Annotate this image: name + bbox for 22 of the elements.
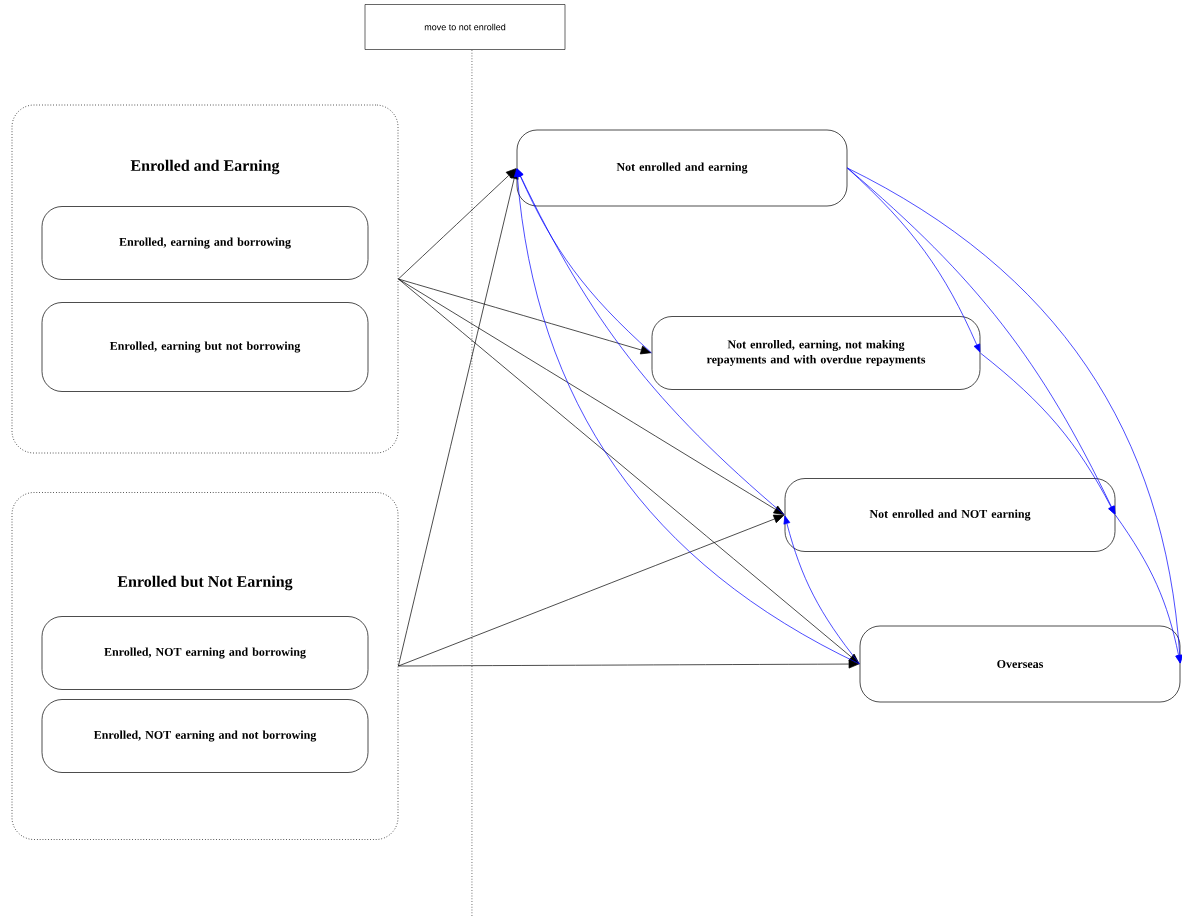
note-box: move to not enrolled: [364, 4, 566, 50]
arrow: [398, 659, 860, 669]
arrow: [847, 167, 1116, 515]
arrow: [980, 352, 1116, 515]
arrow: [398, 278, 652, 355]
state-box: Enrolled, earning and borrowing: [41, 206, 369, 280]
state-box: Enrolled, earning but not borrowing: [41, 302, 369, 392]
arrow: [783, 515, 860, 665]
arrow: [516, 168, 785, 516]
arrow: [1115, 514, 1182, 664]
state-box: Enrolled, NOT earning and borrowing: [41, 616, 369, 690]
arrow: [513, 168, 860, 665]
state-box: Not enrolled and NOT earning: [784, 478, 1116, 552]
state-box: Enrolled, NOT earning and not borrowing: [41, 699, 369, 773]
arrow: [398, 278, 785, 515]
state-box: Overseas: [859, 625, 1181, 703]
arrow: [398, 514, 785, 667]
arrow: [398, 168, 519, 667]
arrow: [398, 168, 517, 280]
state-box: Not enrolled and earning: [516, 129, 848, 207]
state-box: Not enrolled, earning, not making repayments and with overdue repayments: [651, 316, 981, 390]
arrow: [398, 278, 860, 664]
